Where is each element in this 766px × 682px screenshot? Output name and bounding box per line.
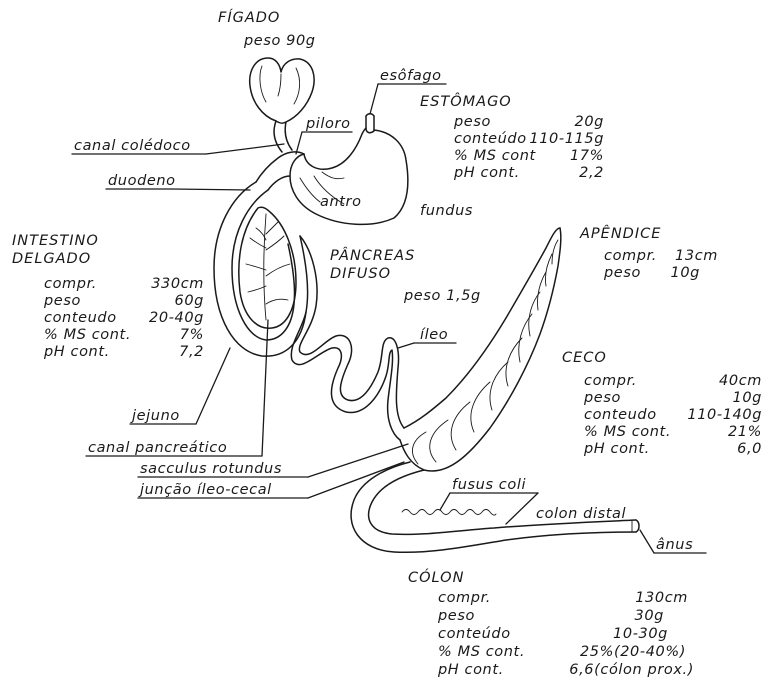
intestino-row-label: pH cont. <box>43 344 110 360</box>
intestino-row-value: 60g <box>175 293 204 309</box>
pancreas-drawing <box>239 207 296 328</box>
anus-leader <box>640 530 654 553</box>
apendice-row-value: 13cm <box>675 248 718 264</box>
intestino-row-label: compr. <box>44 276 97 292</box>
intestino-row-value: 330cm <box>151 276 204 292</box>
anus-label: ânus <box>656 537 693 553</box>
estomago-row-value: 110-115g <box>529 131 604 147</box>
intestino-table: compr. 330cm peso 60g conteudo 20-40g % … <box>43 276 204 360</box>
ceco-row-label: % MS cont. <box>584 424 671 440</box>
colon-row-label: conteúdo <box>438 626 511 642</box>
fusus-coli-drawing <box>402 510 496 516</box>
colon-row-value: 30g <box>635 608 664 624</box>
pancreas-title-line1: PÂNCREAS <box>330 246 415 264</box>
juncao-ileo-cecal-leader <box>308 462 404 498</box>
fusus-coli-leader <box>440 493 450 510</box>
apendice-row-label: compr. <box>604 248 657 264</box>
pancreas-title-line2: DIFUSO <box>330 266 391 282</box>
anus-drawing <box>636 520 639 532</box>
pylorus-drawing <box>256 152 304 182</box>
colon-row-label: % MS cont. <box>438 644 525 660</box>
ceco-table: compr. 40cm peso 10g conteudo 110-140g %… <box>583 373 762 457</box>
esofago-leader <box>370 84 378 114</box>
apendice-table: compr. 13cm peso 10g <box>603 248 718 281</box>
ceco-row-value: 110-140g <box>687 407 762 423</box>
canal-coledoco-label: canal colédoco <box>74 138 191 154</box>
ceco-row-value: 40cm <box>719 373 762 389</box>
colon-title: CÓLON <box>408 568 464 586</box>
apendice-title: APÊNDICE <box>579 224 661 242</box>
duodeno-leader <box>172 189 250 190</box>
esophagus-drawing <box>366 116 374 133</box>
jejuno-label: jejuno <box>130 408 180 424</box>
estomago-row-label: % MS cont <box>454 148 537 164</box>
liver-drawing <box>250 58 314 123</box>
apendice-row-value: 10g <box>671 265 700 281</box>
estomago-row-value: 20g <box>575 114 604 130</box>
sacculus-rotundus-leader <box>308 444 408 477</box>
piloro-label: piloro <box>305 116 351 132</box>
duodeno-label: duodeno <box>108 173 176 189</box>
duodenal-loop-drawing <box>214 182 308 356</box>
ceco-row-value: 10g <box>733 390 762 406</box>
fusus-coli-label: fusus coli <box>452 477 526 493</box>
colon-row-label: compr. <box>438 590 491 606</box>
colon-distal-label: colon distal <box>536 506 626 522</box>
bile-duct-drawing <box>274 121 282 152</box>
ceco-row-label: pH cont. <box>583 441 650 457</box>
ceco-row-value: 6,0 <box>737 441 762 457</box>
intestino-row-value: 7,2 <box>179 344 204 360</box>
estomago-table: peso 20g conteúdo 110-115g % MS cont 17%… <box>453 114 604 181</box>
intestino-row-label: peso <box>43 293 81 309</box>
ceco-row-label: peso <box>583 390 621 406</box>
intestino-row-label: conteudo <box>44 310 117 326</box>
fundus-label: fundus <box>420 203 473 219</box>
antro-label: antro <box>320 194 362 210</box>
colon-row-value: 6,6(cólon prox.) <box>569 662 694 678</box>
ceco-title: CECO <box>562 350 607 366</box>
estomago-row-value: 17% <box>570 148 604 164</box>
esofago-label: esôfago <box>380 68 442 84</box>
sacculus-rotundus-label: sacculus rotundus <box>140 461 282 477</box>
ceco-row-label: compr. <box>584 373 637 389</box>
ileo-label: íleo <box>420 327 448 343</box>
colon-row-label: pH cont. <box>437 662 504 678</box>
colon-row-value: 25%(20-40%) <box>580 644 686 660</box>
figado-peso: peso 90g <box>243 33 316 49</box>
estomago-title: ESTÔMAGO <box>420 92 512 110</box>
estomago-row-value: 2,2 <box>579 165 604 181</box>
apendice-row-label: peso <box>603 265 641 281</box>
estomago-row-label: peso <box>453 114 491 130</box>
colon-row-value: 130cm <box>635 590 688 606</box>
pancreas-peso: peso 1,5g <box>403 288 481 304</box>
intestino-row-label: % MS cont. <box>44 327 131 343</box>
ceco-row-label: conteudo <box>584 407 657 423</box>
colon-row-label: peso <box>437 608 475 624</box>
intestino-row-value: 20-40g <box>149 310 204 326</box>
intestino-row-value: 7% <box>180 327 204 343</box>
piloro-leader <box>296 132 302 154</box>
colon-table: compr. 130cm peso 30g conteúdo 10-30g % … <box>437 590 694 678</box>
juncao-ileo-cecal-label: junção íleo-cecal <box>138 482 272 498</box>
intestino-title-line1: INTESTINO <box>12 233 99 249</box>
colon-row-value: 10-30g <box>613 626 668 642</box>
canal-pancreatico-label: canal pancreático <box>88 440 227 456</box>
ileo-leader <box>398 343 414 348</box>
caecum-drawing <box>400 228 561 471</box>
estomago-row-label: pH cont. <box>453 165 520 181</box>
canal-coledoco-leader <box>206 144 284 154</box>
estomago-row-label: conteúdo <box>454 131 527 147</box>
ceco-row-value: 21% <box>728 424 762 440</box>
figado-title: FÍGADO <box>218 9 280 26</box>
intestino-title-line2: DELGADO <box>12 251 91 267</box>
